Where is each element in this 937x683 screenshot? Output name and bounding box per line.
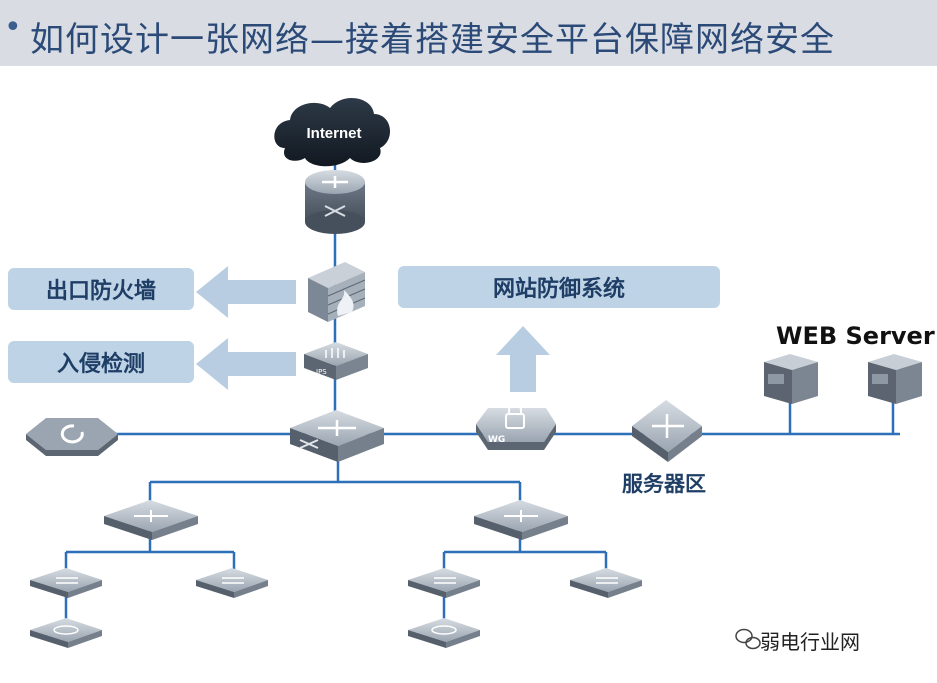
wg-label: WG bbox=[488, 435, 505, 445]
hexagon-device-icon bbox=[26, 418, 118, 456]
title-bar: • 如何设计一张网络—接着搭建安全平台保障网络安全 bbox=[0, 0, 937, 66]
ips-device-icon: IPS bbox=[304, 342, 368, 380]
access-switch-icon bbox=[196, 568, 268, 598]
intrusion-detection-label: 入侵检测 bbox=[8, 341, 194, 383]
access-switch-icon bbox=[30, 568, 102, 598]
aggregation-switch-right-icon bbox=[474, 500, 568, 540]
watermark-text: 弱电行业网 bbox=[760, 630, 860, 654]
wireless-ap-icon bbox=[408, 618, 480, 648]
website-defense-label: 网站防御系统 bbox=[398, 266, 720, 308]
server-zone-label: 服务器区 bbox=[622, 472, 706, 496]
egress-firewall-label: 出口防火墙 bbox=[8, 268, 194, 310]
arrow-left-ids bbox=[196, 338, 296, 390]
page-title: 如何设计一张网络—接着搭建安全平台保障网络安全 bbox=[30, 20, 835, 60]
access-switch-icon bbox=[570, 568, 642, 598]
wg-gateway-icon: WG bbox=[476, 403, 556, 450]
web-server-icon-2 bbox=[868, 354, 922, 404]
wechat-icon bbox=[735, 628, 761, 650]
server-zone-switch-icon bbox=[632, 400, 702, 462]
router-icon bbox=[305, 170, 365, 234]
firewall-icon bbox=[308, 262, 366, 322]
title-bullet: • bbox=[4, 10, 22, 45]
core-switch-icon bbox=[290, 410, 384, 462]
aggregation-switch-left-icon bbox=[104, 500, 198, 540]
internet-cloud-icon: Internet bbox=[274, 97, 391, 167]
internet-label: Internet bbox=[306, 125, 361, 142]
arrow-left-firewall bbox=[196, 266, 296, 318]
arrow-up-website bbox=[496, 326, 550, 392]
access-switch-icon bbox=[408, 568, 480, 598]
web-server-icon-1 bbox=[764, 354, 818, 404]
web-server-label: WEB Server bbox=[776, 322, 935, 350]
connection-lines bbox=[64, 150, 900, 624]
wireless-ap-icon bbox=[30, 618, 102, 648]
ips-label: IPS bbox=[316, 368, 327, 376]
